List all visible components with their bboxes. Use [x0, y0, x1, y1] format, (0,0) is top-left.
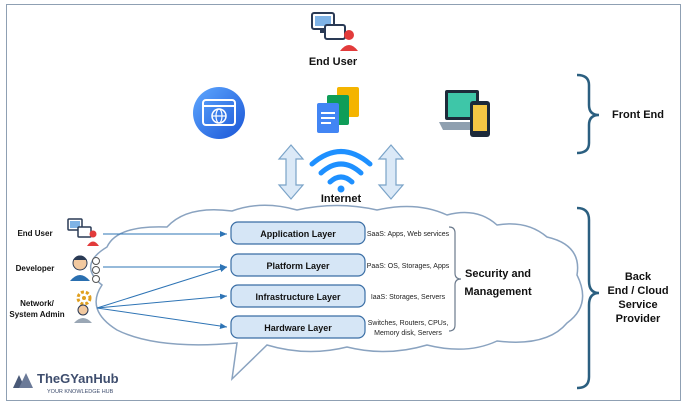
layer-desc-hardware-1: Switches, Routers, CPUs,	[368, 320, 449, 327]
back-end-label-4: Provider	[616, 313, 661, 325]
internet-label: Internet	[321, 193, 362, 205]
user-computer-icon	[67, 218, 99, 246]
admin-gear-icon	[74, 290, 92, 323]
layer-name: Infrastructure Layer	[255, 292, 341, 302]
security-label-1: Security and	[465, 268, 531, 280]
right-updown-arrow	[377, 144, 405, 200]
actor-end-user-label: End User	[17, 229, 52, 238]
connector-arrows	[96, 231, 228, 329]
actor-admin-label-2: System Admin	[9, 310, 64, 319]
actor-developer-label: Developer	[16, 264, 55, 273]
actor-admin-label-1: Network/	[20, 299, 55, 308]
back-end-label-2: End / Cloud	[607, 285, 668, 297]
left-updown-arrow	[277, 144, 305, 200]
brand-tagline: YOUR KNOWLEDGE HUB	[47, 389, 114, 395]
layer-name: Platform Layer	[266, 261, 330, 271]
brand-name: TheGYanHub	[37, 371, 119, 386]
security-label-2: Management	[464, 286, 532, 298]
layer-name: Application Layer	[260, 229, 336, 239]
security-bracket	[448, 226, 462, 332]
layer-desc-hardware-2: Memory disk, Servers	[374, 330, 442, 337]
layer-desc-infrastructure: IaaS: Storages, Servers	[371, 294, 446, 301]
cloud-architecture-diagram: End User Front End	[9, 12, 669, 395]
layer-desc-application: SaaS: Apps, Web services	[367, 231, 450, 238]
brand-logo	[13, 373, 33, 388]
diagram-frame: End User Front End	[6, 4, 681, 401]
layer-hardware: Hardware Layer	[230, 315, 366, 339]
layer-application: Application Layer	[230, 221, 366, 245]
browser-globe-icon	[193, 87, 245, 139]
top-end-user-label: End User	[309, 56, 358, 68]
front-end-bracket	[576, 73, 600, 155]
front-end-label: Front End	[612, 109, 664, 121]
top-end-user-icon	[311, 12, 358, 51]
laptop-phone-icon	[439, 90, 490, 137]
back-end-bracket	[576, 206, 600, 390]
layer-infrastructure: Infrastructure Layer	[230, 284, 366, 308]
layer-desc-platform: PaaS: OS, Storages, Apps	[367, 263, 450, 270]
layer-platform: Platform Layer	[230, 253, 366, 277]
layer-name: Hardware Layer	[264, 323, 332, 333]
documents-icon	[317, 87, 359, 133]
back-end-label-1: Back	[625, 271, 652, 283]
developer-icon	[70, 255, 100, 283]
wifi-icon	[309, 149, 373, 193]
back-end-label-3: Service	[618, 299, 657, 311]
